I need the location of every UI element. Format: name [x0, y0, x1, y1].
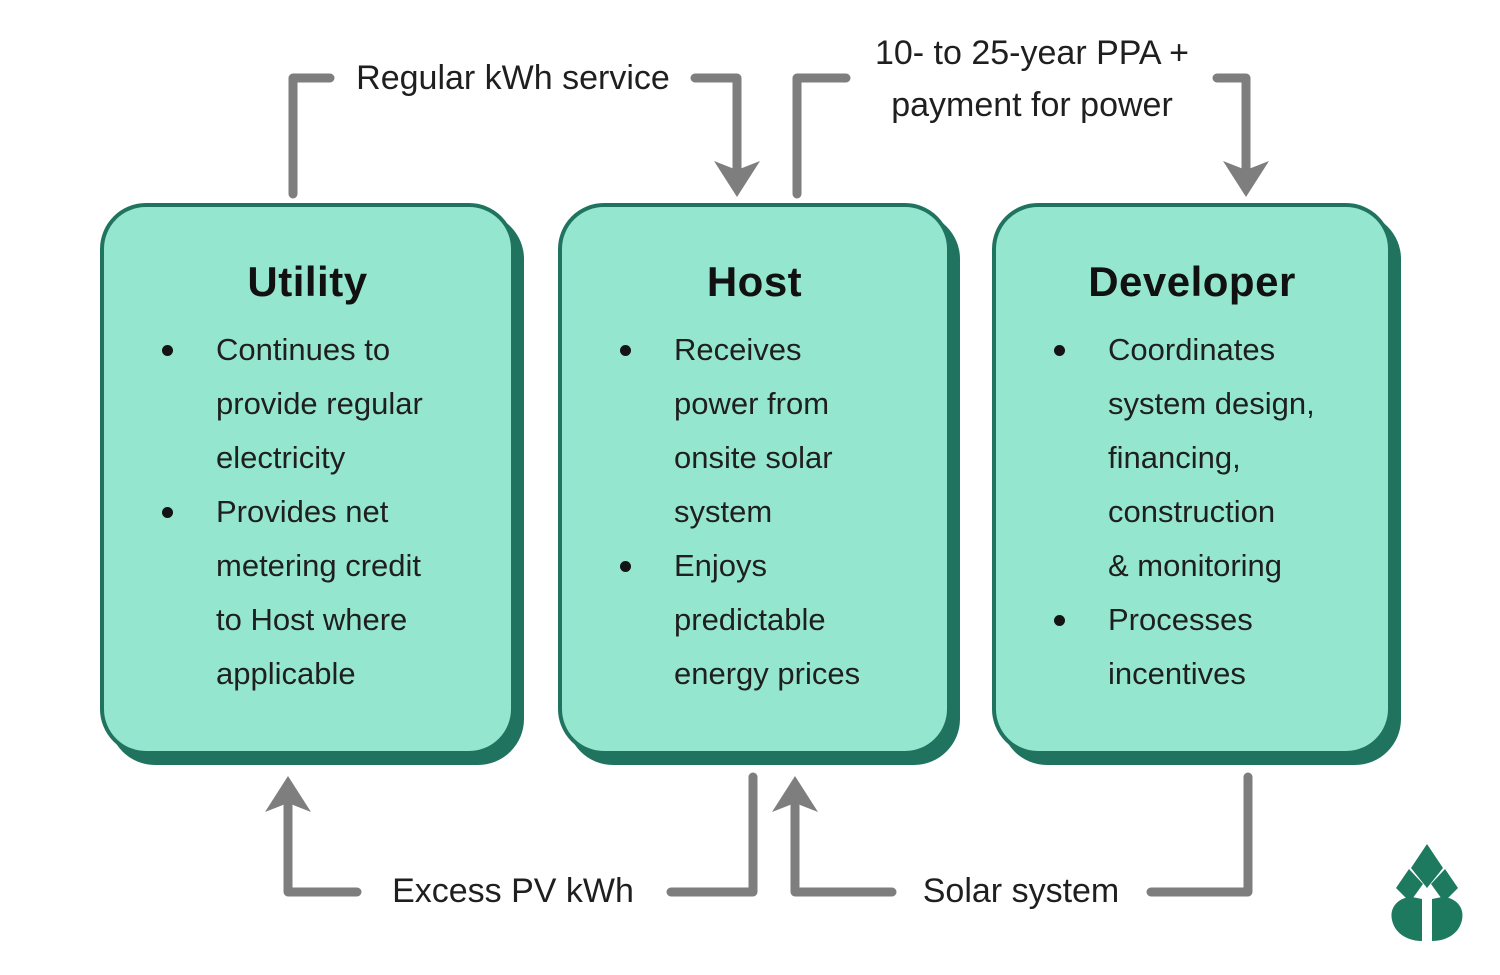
regular-kwh-connector-to-host	[690, 73, 742, 173]
leaf-logo-icon	[1391, 844, 1463, 941]
regular-kwh-connector-from-utility	[288, 73, 335, 199]
list-item: Continues to provide regular electricity	[104, 323, 511, 485]
solar-system-connector-to-host	[790, 801, 897, 897]
excess-pv-kwh-label: Excess PV kWh	[392, 872, 634, 910]
arrow-up-into-host-icon	[772, 776, 818, 812]
solar-system-label: Solar system	[922, 872, 1120, 910]
list-item: Provides net metering credit to Host whe…	[104, 485, 511, 701]
list-item: Coordinates system design, financing, co…	[996, 323, 1388, 593]
excess-pv-connector-from-host	[666, 772, 758, 897]
host-box: Host Receives power from onsite solar sy…	[558, 203, 951, 755]
developer-bullet-list: Coordinates system design, financing, co…	[996, 323, 1388, 701]
regular-kwh-service-label: Regular kWh service	[356, 59, 670, 97]
ppa-connector-from-host	[792, 73, 851, 199]
list-item: Enjoys predictable energy prices	[562, 539, 947, 701]
list-item: Receives power from onsite solar system	[562, 323, 947, 539]
host-title: Host	[706, 258, 803, 305]
developer-title: Developer	[1088, 258, 1296, 305]
ppa-connector-to-developer	[1212, 73, 1251, 173]
ppa-payment-label: 10- to 25-year PPA + payment for power	[874, 34, 1190, 124]
list-item: Processes incentives	[996, 593, 1388, 701]
arrow-down-into-host-icon	[714, 161, 760, 197]
utility-box: Utility Continues to provide regular ele…	[100, 203, 515, 755]
developer-box: Developer Coordinates system design, fin…	[992, 203, 1392, 755]
solar-system-connector-from-developer	[1146, 772, 1253, 897]
utility-title: Utility	[247, 258, 368, 305]
utility-bullet-list: Continues to provide regular electricity…	[104, 323, 511, 701]
excess-pv-connector-to-utility	[283, 801, 362, 897]
host-bullet-list: Receives power from onsite solar system …	[562, 323, 947, 701]
arrow-up-into-utility-icon	[265, 776, 311, 812]
arrow-down-into-developer-icon	[1223, 161, 1269, 197]
